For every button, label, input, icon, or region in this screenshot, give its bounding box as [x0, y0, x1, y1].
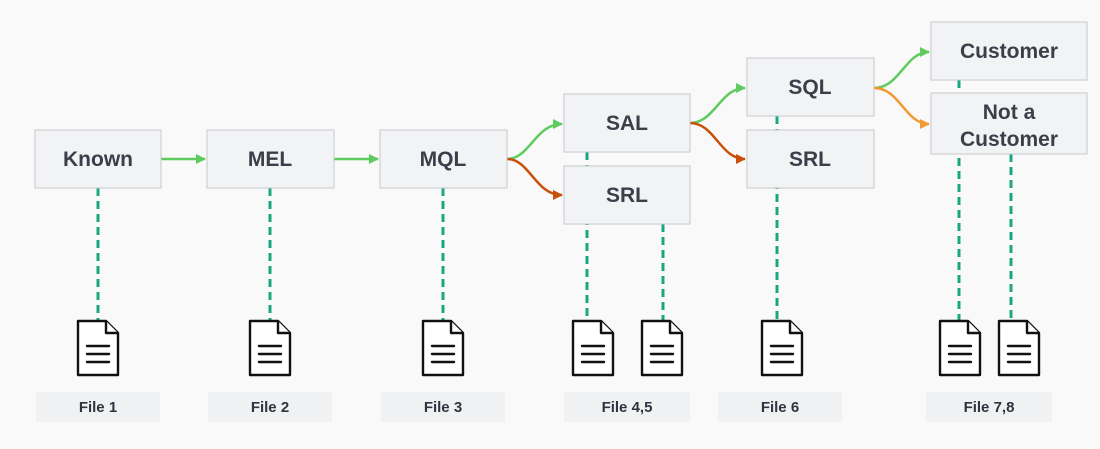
document-icon	[421, 319, 465, 377]
file-label-7-8: File 7,8	[926, 392, 1052, 422]
stage-known: Known	[34, 129, 162, 189]
file-label-3-text: File 3	[424, 399, 462, 416]
document-icon	[760, 319, 804, 377]
file-label-7-8-text: File 7,8	[964, 399, 1015, 416]
stage-not-customer-label-line2: Customer	[960, 128, 1058, 151]
stage-customer: Customer	[930, 21, 1088, 81]
stage-srl-1-label: SRL	[606, 184, 648, 207]
arrow-sal-srl	[689, 121, 746, 164]
document-icons	[76, 319, 1041, 377]
file-label-3: File 3	[381, 392, 505, 422]
stage-mel: MEL	[206, 129, 335, 189]
file-label-6-text: File 6	[761, 399, 799, 416]
stage-not-customer: Not a Customer	[930, 92, 1088, 155]
file-label-2-text: File 2	[251, 399, 289, 416]
file-label-1-text: File 1	[79, 399, 117, 416]
arrow-mql-srl	[506, 157, 563, 200]
document-icon	[938, 319, 982, 377]
stage-mel-label: MEL	[248, 148, 293, 171]
stage-arrows	[161, 47, 930, 200]
stage-known-label: Known	[63, 148, 133, 171]
stage-sal: SAL	[563, 93, 691, 153]
stage-customer-label: Customer	[960, 40, 1058, 63]
arrow-sql-notcustomer	[873, 86, 930, 129]
document-icon	[571, 319, 615, 377]
arrow-mql-sal	[506, 119, 563, 161]
document-icon	[997, 319, 1041, 377]
file-label-2: File 2	[208, 392, 332, 422]
arrow-sal-sql	[689, 83, 746, 125]
stage-sql: SQL	[746, 57, 875, 117]
file-label-1: File 1	[36, 392, 160, 422]
file-label-6: File 6	[718, 392, 842, 422]
stage-not-customer-label-line1: Not a	[983, 101, 1036, 124]
stage-mql-label: MQL	[420, 148, 467, 171]
stage-mql: MQL	[379, 129, 508, 189]
file-label-4-5-text: File 4,5	[602, 399, 653, 416]
stage-srl-1: SRL	[563, 165, 691, 225]
stage-sal-label: SAL	[606, 112, 648, 135]
document-icon	[640, 319, 684, 377]
stage-srl-2: SRL	[746, 129, 875, 189]
stage-sql-label: SQL	[788, 76, 831, 99]
document-icon	[248, 319, 292, 377]
stage-srl-2-label: SRL	[789, 148, 831, 171]
file-label-4-5: File 4,5	[564, 392, 690, 422]
document-icon	[76, 319, 120, 377]
arrow-sql-customer	[873, 47, 930, 90]
